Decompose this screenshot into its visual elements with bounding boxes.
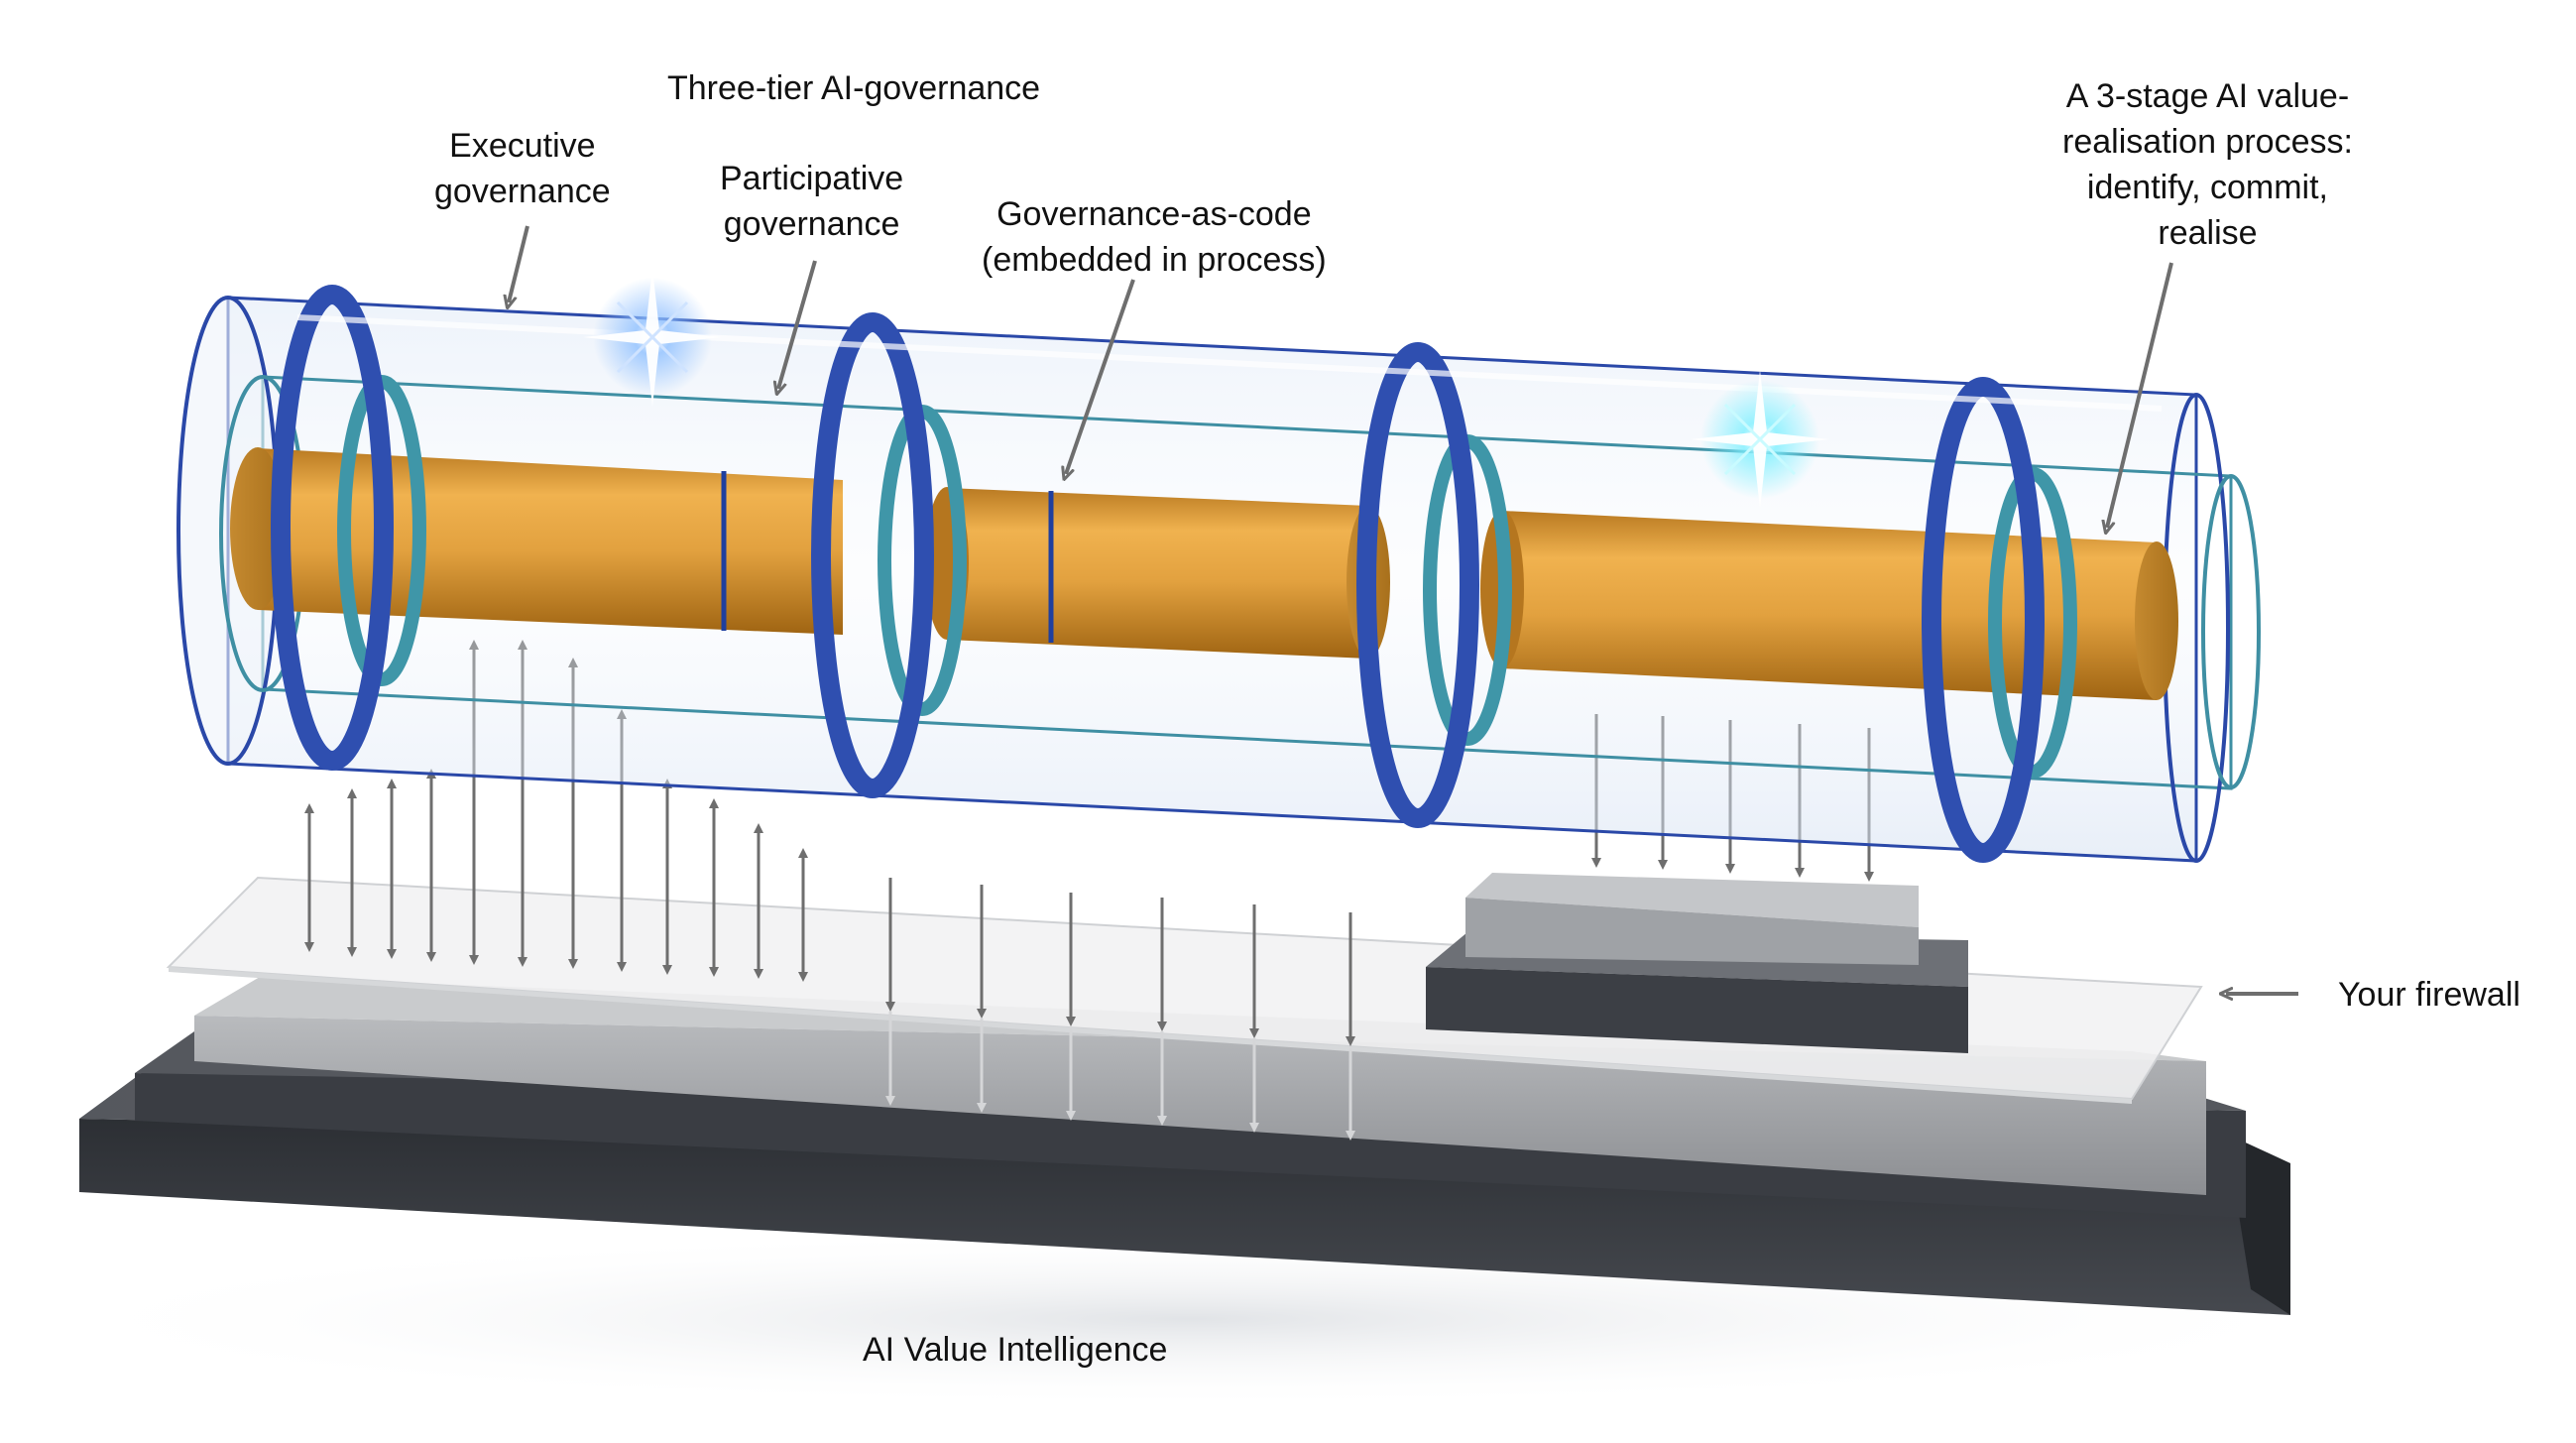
- arrow-icon: [778, 260, 817, 389]
- label-line: governance: [723, 205, 900, 243]
- label-line: realisation process:: [2062, 123, 2353, 161]
- executive-governance-label: Executive governance: [434, 123, 611, 214]
- executive-governance-rings: [271, 285, 2045, 863]
- callout-pointers: [509, 225, 2298, 994]
- label-line: A 3-stage AI value-: [2065, 77, 2350, 115]
- stage-three-platform: [1426, 873, 1968, 1053]
- arrow-icon: [1066, 279, 1135, 474]
- firewall-sheet: [166, 876, 2203, 1104]
- label-line: Participative: [720, 160, 904, 197]
- core-section-identify: [230, 447, 843, 635]
- firewall-label: Your firewall: [2338, 976, 2520, 1014]
- label-line: (embedded in process): [982, 241, 1327, 279]
- arrow-icon: [2107, 262, 2173, 528]
- sparkle-icon: [583, 268, 722, 407]
- ai-value-intelligence-label: AI Value Intelligence: [863, 1331, 1168, 1369]
- governance-as-code-label: Governance-as-code (embedded in process): [982, 191, 1327, 283]
- label-line: realise: [2158, 214, 2258, 252]
- core-section-commit: [925, 487, 1390, 659]
- three-tier-governance-label: Three-tier AI-governance: [667, 69, 1041, 107]
- label-line: governance: [434, 173, 611, 210]
- sparkle-icon: [1691, 370, 1829, 509]
- label-line: identify, commit,: [2086, 169, 2329, 206]
- label-line: Governance-as-code: [996, 195, 1312, 233]
- arrow-icon: [509, 225, 529, 302]
- governance-tube-assembly: [176, 285, 2261, 863]
- label-line: Executive: [449, 127, 596, 165]
- value-realisation-process-label: A 3-stage AI value- realisation process:…: [2062, 73, 2353, 256]
- participative-governance-label: Participative governance: [720, 156, 903, 247]
